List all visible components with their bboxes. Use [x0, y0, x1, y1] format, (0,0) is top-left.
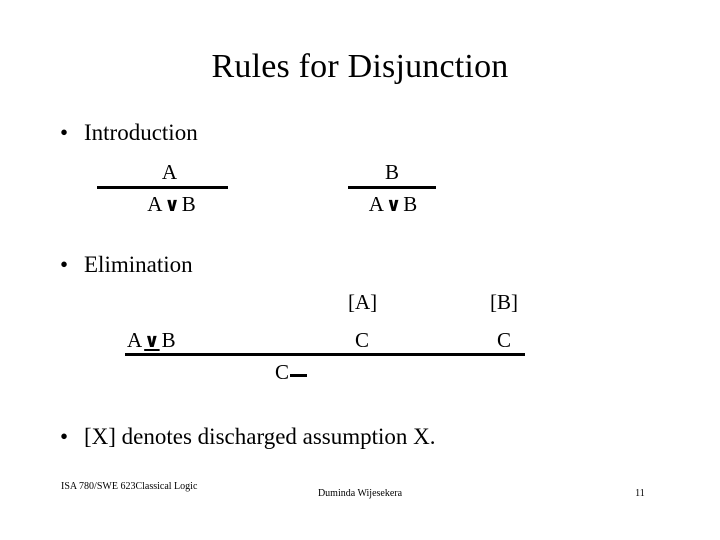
disjunction-operator-icon: ∨	[164, 195, 180, 216]
rule-conclusion: A∨B	[348, 192, 436, 218]
rule-conclusion-wrapper: C	[275, 360, 308, 385]
disjunction-operator-icon: ∨	[144, 331, 160, 352]
rule-divider-line	[348, 186, 436, 189]
bullet-label-elimination: Elimination	[84, 252, 193, 277]
operand-right: B	[181, 192, 196, 216]
operand-left: A	[368, 192, 384, 216]
conclusion-tail-underline	[290, 374, 308, 377]
inference-rule-or-introduction-left: A A∨B	[97, 160, 228, 230]
footer-page-number: 11	[635, 488, 645, 499]
discharged-assumption-b: [B]	[490, 290, 518, 314]
bullet-label-note: [X] denotes discharged assumption X.	[84, 424, 436, 449]
rule-premise-c-first: C	[355, 328, 370, 352]
footer-course-label: ISA 780/SWE 623Classical Logic	[61, 481, 198, 492]
operand-right: B	[161, 328, 176, 352]
rule-premise: B	[384, 160, 399, 184]
rule-premise: A	[161, 160, 178, 184]
operand-right: B	[403, 192, 418, 216]
page-title: Rules for Disjunction	[211, 48, 509, 85]
disjunction-operator-icon: ∨	[385, 195, 402, 216]
footer-author-label: Duminda Wijesekera	[317, 488, 403, 499]
rule-conclusion: A∨B	[97, 192, 228, 218]
inference-rule-or-elimination: [A] [B] A∨B C C C	[0, 290, 720, 410]
rule-conclusion: C	[275, 360, 290, 384]
rule-divider-line	[125, 353, 525, 356]
bullet-point-icon: •	[60, 252, 69, 277]
rule-premise-c-second: C	[497, 328, 512, 352]
operand-left: A	[127, 328, 143, 352]
inference-rule-or-introduction-right: B A∨B	[348, 160, 436, 230]
bullet-point-icon: •	[60, 120, 69, 145]
rule-divider-line	[97, 186, 228, 189]
operand-left: A	[147, 192, 163, 216]
bullet-label-introduction: Introduction	[84, 120, 198, 145]
rule-premise-disjunction: A∨B	[127, 328, 176, 354]
bullet-point-icon: •	[60, 424, 69, 449]
slide-footer: ISA 780/SWE 623Classical Logic Duminda W…	[0, 480, 720, 540]
discharged-assumption-a: [A]	[348, 290, 378, 314]
